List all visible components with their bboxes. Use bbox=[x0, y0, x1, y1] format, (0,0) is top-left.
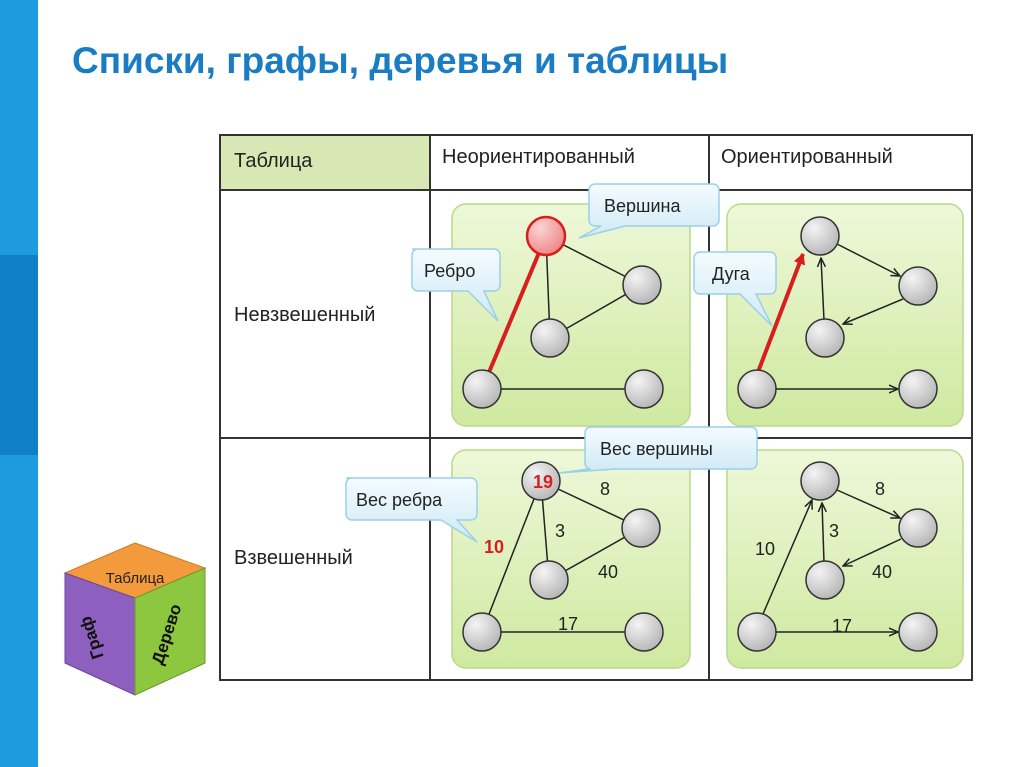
graph-node bbox=[737, 369, 777, 409]
weight-label: 3 bbox=[829, 521, 839, 541]
graph-undirected-unweighted-nodes bbox=[462, 215, 664, 409]
weight-label: 17 bbox=[832, 616, 852, 636]
graph-node bbox=[805, 560, 845, 600]
graph-node bbox=[800, 216, 840, 256]
graph-node bbox=[529, 560, 569, 600]
cube-logo: Таблица Граф Дерево bbox=[63, 542, 207, 696]
weight-label: 17 bbox=[558, 614, 578, 634]
weight-label: 10 bbox=[755, 539, 775, 559]
graph-node bbox=[898, 266, 938, 306]
row-header-weighted: Взвешенный bbox=[234, 547, 353, 569]
row-header-unweighted: Невзвешенный bbox=[234, 304, 376, 326]
graph-node bbox=[530, 318, 570, 358]
sidebar-accent bbox=[0, 255, 38, 455]
callout-vertex-label: Вершина bbox=[604, 196, 681, 216]
weight-label: 40 bbox=[598, 562, 618, 582]
graph-directed-weighted-edges bbox=[762, 489, 901, 632]
callout-arc-label: Дуга bbox=[712, 264, 751, 284]
highlighted-arc bbox=[756, 253, 806, 373]
graph-node bbox=[898, 612, 938, 652]
highlighted-edge bbox=[480, 235, 548, 390]
graph-node bbox=[624, 369, 664, 409]
graph-node bbox=[622, 265, 662, 305]
weight-label: 8 bbox=[600, 479, 610, 499]
graph-directed-unweighted-edges bbox=[775, 243, 904, 389]
graph-node bbox=[521, 461, 561, 501]
panel-undirected-unweighted bbox=[451, 203, 691, 427]
panel-directed-unweighted bbox=[726, 203, 964, 427]
graph-node bbox=[898, 508, 938, 548]
graph-node bbox=[462, 612, 502, 652]
graph-node bbox=[898, 369, 938, 409]
panel-undirected-weighted bbox=[451, 449, 691, 669]
callout-edge-label: Ребро bbox=[424, 261, 475, 281]
corner-cell bbox=[220, 135, 430, 190]
callout-edge: Ребро bbox=[411, 248, 501, 322]
graph-node bbox=[737, 612, 777, 652]
weight-label: 8 bbox=[875, 479, 885, 499]
table-corner-label: Таблица bbox=[234, 150, 313, 172]
graph-node bbox=[624, 612, 664, 652]
column-header-directed: Ориентированный bbox=[721, 146, 893, 168]
graph-node bbox=[462, 369, 502, 409]
graph-undirected-weighted-nodes bbox=[462, 461, 664, 652]
weight-label: 3 bbox=[555, 521, 565, 541]
callout-vertex: Вершина bbox=[578, 183, 720, 239]
callout-vertex-weight: Вес вершины bbox=[558, 426, 758, 474]
callout-arc: Дуга bbox=[693, 251, 777, 327]
table-grid bbox=[219, 134, 973, 681]
page-title: Списки, графы, деревья и таблицы bbox=[72, 40, 729, 81]
weight-label: 40 bbox=[872, 562, 892, 582]
highlighted-vertex bbox=[525, 215, 567, 257]
edge-weight-label: 10 bbox=[484, 537, 504, 557]
graph-directed-weighted-nodes bbox=[737, 461, 938, 652]
callout-edge-weight-label: Вес ребра bbox=[356, 490, 443, 510]
graph-node bbox=[800, 461, 840, 501]
vertex-weight-label: 19 bbox=[533, 472, 553, 492]
callout-vertex-weight-label: Вес вершины bbox=[600, 439, 713, 459]
column-header-undirected: Неориентированный bbox=[442, 146, 635, 168]
graph-node bbox=[805, 318, 845, 358]
callout-edge-weight: Вес ребра bbox=[345, 477, 478, 543]
graph-directed-unweighted-nodes bbox=[737, 216, 938, 409]
cube-top-label: Таблица bbox=[106, 570, 165, 587]
graph-node bbox=[621, 508, 661, 548]
